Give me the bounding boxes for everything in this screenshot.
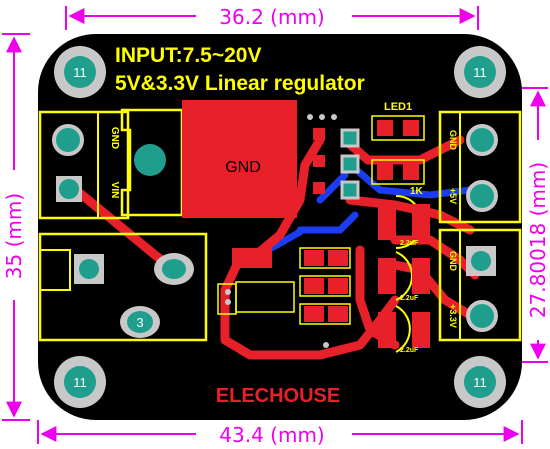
dimension-left-label: 35 (mm) <box>2 193 26 279</box>
dc-jack-footprint: 3 <box>38 232 208 342</box>
capacitor-1: 2.2uF <box>378 195 430 249</box>
svg-text:11: 11 <box>73 65 87 80</box>
mount-hole-bottom-right: 11 <box>454 356 506 408</box>
dimension-right-label: 27.80018 (mm) <box>526 162 550 318</box>
board-title-line1: INPUT:7.5~20V <box>115 44 262 67</box>
dimension-right: 27.80018 (mm) <box>522 87 550 363</box>
svg-text:11: 11 <box>473 65 487 80</box>
terminal-left-top-label: GND <box>109 127 120 149</box>
led-label: LED1 <box>384 101 412 113</box>
mount-hole-bottom-left: 11 <box>54 356 106 408</box>
brand-label: ELECHOUSE <box>216 385 340 407</box>
svg-text:2.2uF: 2.2uF <box>400 295 419 302</box>
header-pads <box>313 128 360 200</box>
dimension-left: 35 (mm) <box>2 33 30 421</box>
svg-text:11: 11 <box>473 375 487 390</box>
svg-text:11: 11 <box>73 375 87 390</box>
terminal-right-top-label: GND <box>448 130 458 151</box>
vias <box>225 114 337 348</box>
dimension-top-label: 36.2 (mm) <box>219 5 324 29</box>
resistor-footprint: 1K <box>371 159 425 197</box>
resistor-label: 1K <box>410 186 424 197</box>
board-title-line2: 5V&3.3V Linear regulator <box>115 72 365 95</box>
terminal-right-bottom-label: +3.3V <box>448 304 458 328</box>
svg-text:2.2uF: 2.2uF <box>400 240 419 247</box>
dc-jack-pad-label: 3 <box>136 315 143 330</box>
mount-hole-top-left: 11 <box>54 46 106 98</box>
terminal-left-bottom-label: VIN <box>109 182 120 199</box>
regulator-sot-pads <box>217 247 351 325</box>
copper-pour-small <box>232 248 272 268</box>
dimension-top: 36.2 (mm) <box>65 5 479 30</box>
led-footprint: LED1 <box>371 101 425 141</box>
regulator-footprint: GND <box>120 100 297 218</box>
svg-text:2.2uF: 2.2uF <box>400 347 419 354</box>
capacitor-3: 2.2uF <box>378 305 430 354</box>
gnd-pad-label: GND <box>225 159 261 176</box>
mount-hole-top-right: 11 <box>454 46 506 98</box>
terminal-block-right-3v3: GND +3.3V <box>438 228 522 342</box>
terminal-block-left: GND VIN <box>38 110 130 220</box>
terminal-right-low-label: GND <box>448 251 458 272</box>
dimension-bottom: 43.4 (mm) <box>37 420 523 447</box>
dimension-bottom-label: 43.4 (mm) <box>219 423 324 447</box>
terminal-block-right-5v: GND +5V <box>438 110 522 224</box>
capacitor-2: 2.2uF <box>378 251 430 302</box>
terminal-right-mid-label: +5V <box>448 188 458 204</box>
